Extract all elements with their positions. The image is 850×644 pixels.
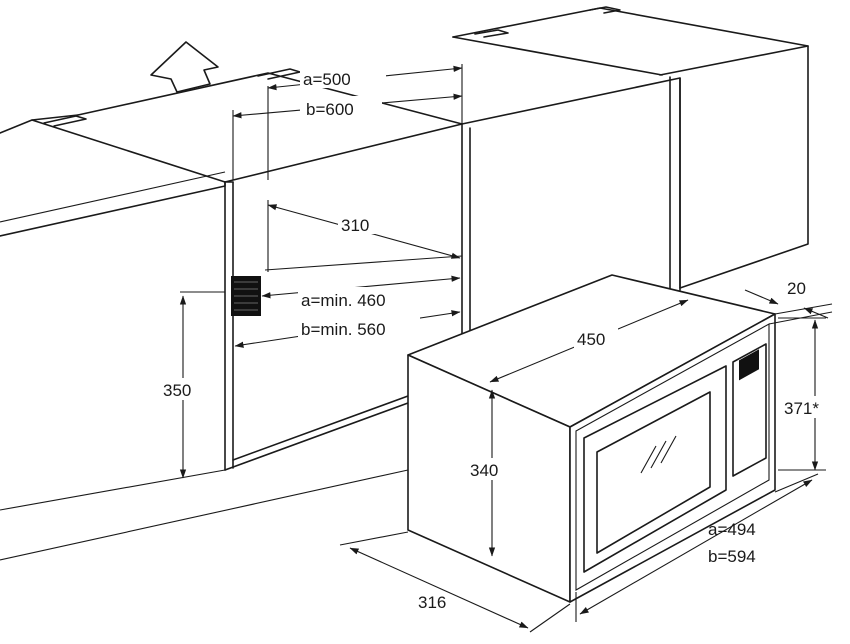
label-frame-height: 371* — [784, 399, 819, 418]
label-niche-width-b: b=min. 560 — [301, 320, 386, 339]
label-niche-depth-b: b=600 — [306, 100, 354, 119]
label-oven-height: 340 — [470, 461, 498, 480]
dimension-labels: a=500 b=600 310 a=min. 460 b=min. 560 35… — [160, 66, 834, 612]
label-oven-width: 450 — [577, 330, 605, 349]
up-arrow-icon — [150, 41, 219, 93]
label-oven-depth: 316 — [418, 593, 446, 612]
label-niche-width-a: a=min. 460 — [301, 291, 386, 310]
label-niche-height: 350 — [163, 381, 191, 400]
vent-grille — [231, 276, 261, 316]
label-frame-width-b: b=594 — [708, 547, 756, 566]
label-frame-width-a: a=494 — [708, 520, 756, 539]
label-niche-depth-a: a=500 — [303, 70, 351, 89]
label-frame-depth: 20 — [787, 279, 806, 298]
label-bracket-depth: 310 — [341, 216, 369, 235]
